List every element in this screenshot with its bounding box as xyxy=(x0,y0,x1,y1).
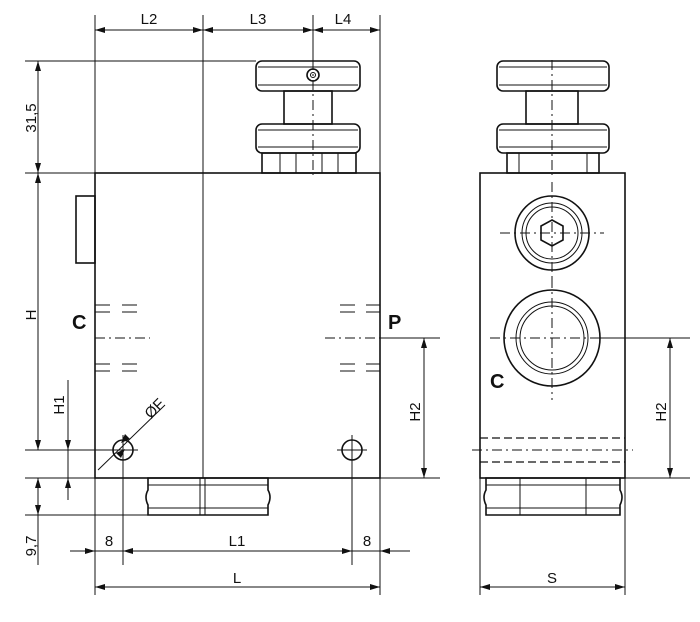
front-view xyxy=(75,60,381,565)
dim-H2-side: H2 xyxy=(653,402,670,421)
dim-L: L xyxy=(233,570,241,587)
side-dimensions: H2 S xyxy=(479,337,690,595)
dim-H: H xyxy=(23,310,40,321)
bottom-hex-nut xyxy=(145,477,271,516)
side-view xyxy=(472,60,633,516)
valve-body xyxy=(94,172,381,479)
dim-H1: H1 xyxy=(51,395,68,414)
side-hex-nut xyxy=(483,477,623,516)
port-label-P: P xyxy=(388,312,401,334)
adjusting-knob xyxy=(255,60,361,175)
dim-L2: L2 xyxy=(141,11,158,28)
side-plug xyxy=(75,195,96,264)
dim-8-left: 8 xyxy=(105,533,113,550)
dim-S: S xyxy=(547,570,557,587)
dim-9-7: 9,7 xyxy=(23,536,40,557)
dim-L4: L4 xyxy=(335,11,352,28)
dim-31-5: 31,5 xyxy=(23,103,40,132)
dim-L1: L1 xyxy=(229,533,246,550)
side-knob xyxy=(496,60,610,175)
dim-H2-front: H2 xyxy=(407,402,424,421)
port-label-C-side: C xyxy=(490,371,504,393)
hidden-bores xyxy=(95,304,380,372)
dim-8-right: 8 xyxy=(363,533,371,550)
dim-phiF: ØF xyxy=(141,395,168,422)
port-label-C-front: C xyxy=(72,312,86,334)
dim-L3: L3 xyxy=(250,11,267,28)
front-dimensions: L2 L3 L4 31,5 H H1 9,7 H2 xyxy=(23,11,440,595)
